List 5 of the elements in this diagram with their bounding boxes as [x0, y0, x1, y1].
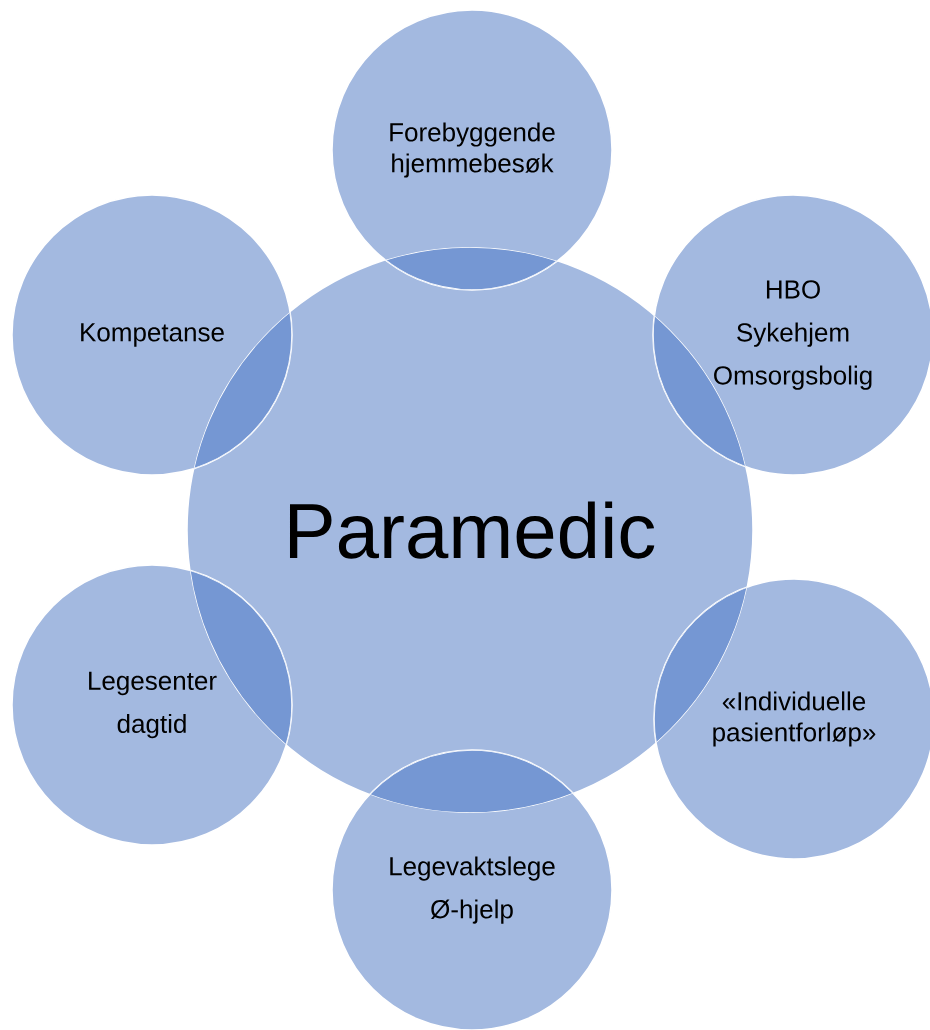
- node-label: Forebyggende hjemmebesøk: [390, 122, 555, 178]
- node-label: Legevaktslege: [390, 856, 555, 881]
- node-label: HBO: [766, 280, 820, 299]
- node-label: Ø-hjelp: [430, 899, 513, 924]
- node-label: dagtid: [117, 713, 186, 739]
